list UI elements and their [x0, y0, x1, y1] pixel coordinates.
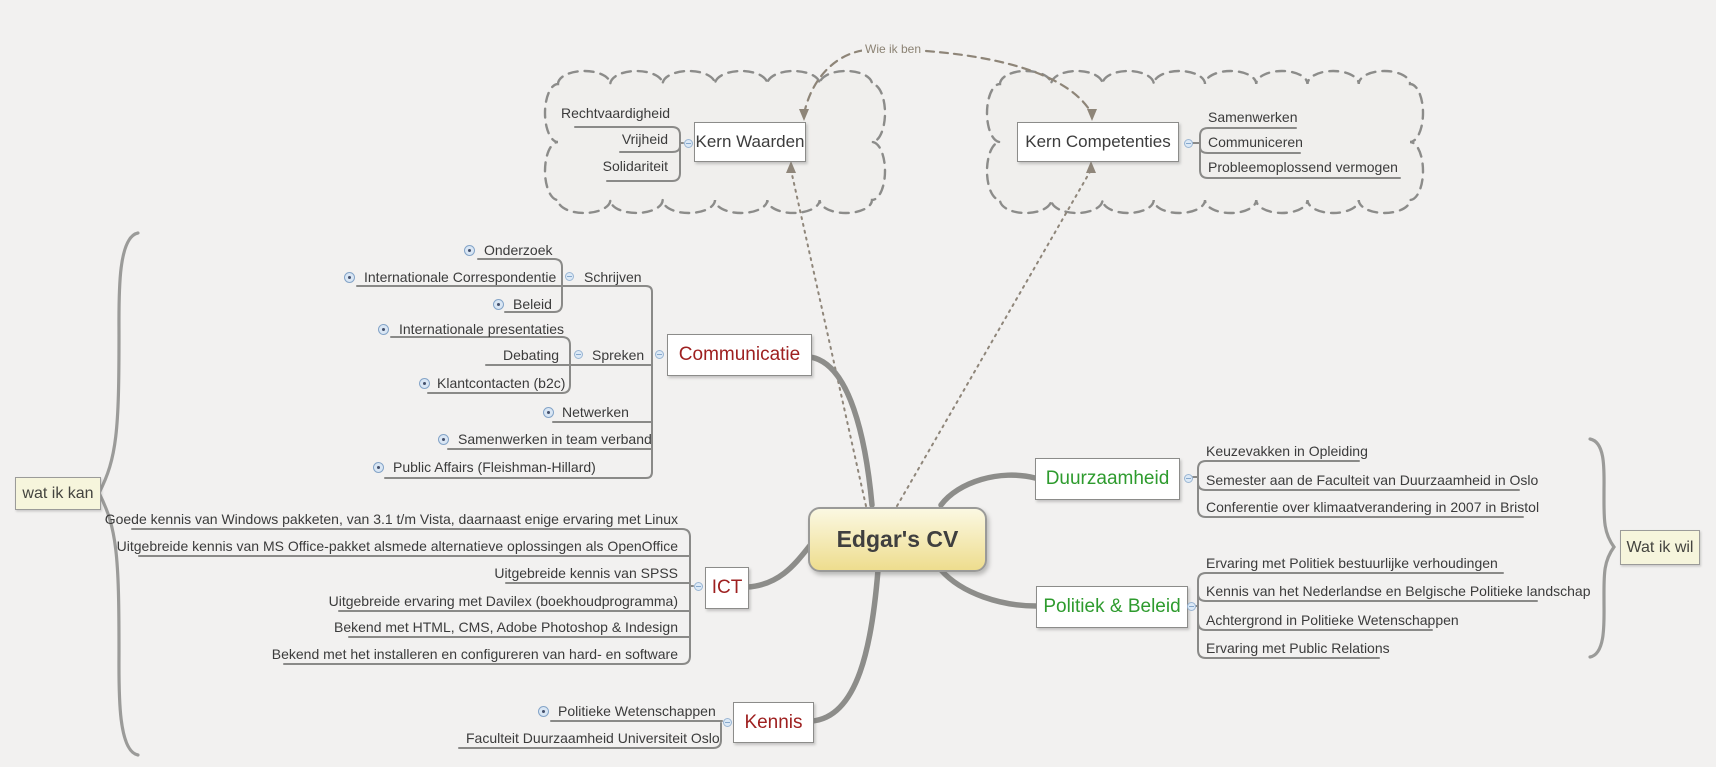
branch-curves — [744, 354, 1039, 724]
topic-samenwerken[interactable]: Samenwerken — [1208, 109, 1298, 125]
collapse-control-ict[interactable] — [694, 582, 703, 591]
task-marker-icon — [373, 462, 384, 473]
topic-internationale-correspondentie[interactable]: Internationale Correspondentie — [364, 269, 557, 285]
topic-communicatie[interactable]: Communicatie — [667, 334, 812, 376]
collapse-control-spreken[interactable] — [574, 350, 583, 359]
topic-ict-davilex[interactable]: Uitgebreide ervaring met Davilex (boekho… — [328, 593, 678, 609]
task-marker-icon — [378, 324, 389, 335]
topic-kern-waarden[interactable]: Kern Waarden — [694, 122, 806, 162]
topic-samenwerken-in-team-verband[interactable]: Samenwerken in team verband — [458, 431, 652, 447]
curve-kennis — [809, 567, 881, 724]
topic-politiek-verhoudingen[interactable]: Ervaring met Politiek bestuurlijke verho… — [1206, 555, 1498, 571]
task-marker-icon — [538, 706, 549, 717]
brace-wat-ik-kan — [97, 231, 140, 757]
topic-public-relations[interactable]: Ervaring met Public Relations — [1206, 640, 1390, 656]
relation-line-center-to-kern-competenties — [896, 169, 1092, 507]
topic-keuzevakken[interactable]: Keuzevakken in Opleiding — [1206, 443, 1368, 459]
relation-label-wie-ik-ben: Wie ik ben — [862, 42, 925, 56]
arrowhead-kern-waarden-bottom — [786, 161, 796, 173]
topic-kern-competenties[interactable]: Kern Competenties — [1017, 122, 1179, 162]
task-marker-icon — [464, 245, 475, 256]
topic-ict-msoffice[interactable]: Uitgebreide kennis van MS Office-pakket … — [116, 538, 678, 554]
collapse-control-communicatie[interactable] — [655, 350, 664, 359]
topic-politiek-beleid[interactable]: Politiek & Beleid — [1036, 586, 1188, 628]
topic-public-affairs[interactable]: Public Affairs (Fleishman-Hillard) — [393, 459, 596, 475]
curve-ict — [744, 540, 815, 590]
curve-politiek — [938, 567, 1039, 609]
topic-ict-windows[interactable]: Goede kennis van Windows pakketen, van 3… — [104, 511, 678, 527]
task-marker-icon — [344, 272, 355, 283]
topic-probleemoplossend-vermogen[interactable]: Probleemoplossend vermogen — [1208, 159, 1398, 175]
task-marker-icon — [493, 299, 504, 310]
topic-onderzoek[interactable]: Onderzoek — [484, 242, 553, 258]
topic-beleid[interactable]: Beleid — [513, 296, 552, 312]
topic-semester-oslo[interactable]: Semester aan de Faculteit van Duurzaamhe… — [1206, 472, 1539, 488]
topic-kennis[interactable]: Kennis — [733, 702, 814, 743]
task-marker-icon — [419, 378, 430, 389]
topic-faculteit-duurzaamheid-oslo[interactable]: Faculteit Duurzaamheid Universiteit Oslo — [466, 730, 720, 746]
topic-klantcontacten-b2c[interactable]: Klantcontacten (b2c) — [437, 375, 566, 391]
topic-spreken[interactable]: Spreken — [592, 347, 645, 363]
topic-duurzaamheid[interactable]: Duurzaamheid — [1035, 458, 1180, 500]
topic-vrijheid[interactable]: Vrijheid — [621, 131, 668, 147]
task-marker-icon — [543, 407, 554, 418]
task-marker-icon — [438, 434, 449, 445]
topic-solidariteit[interactable]: Solidariteit — [602, 158, 668, 174]
topic-schrijven[interactable]: Schrijven — [584, 269, 642, 285]
label-wat-ik-kan[interactable]: wat ik kan — [15, 477, 101, 510]
topic-politiek-landschap[interactable]: Kennis van het Nederlandse en Belgische … — [1206, 583, 1591, 599]
relation-arc-wie-ik-ben — [802, 48, 1094, 116]
topic-connectors — [131, 126, 1538, 749]
brace-wat-ik-wil — [1588, 437, 1616, 659]
label-wat-ik-wil[interactable]: Wat ik wil — [1620, 530, 1700, 565]
collapse-control-schrijven[interactable] — [565, 272, 574, 281]
collapse-control-duurzaamheid[interactable] — [1184, 474, 1193, 483]
topic-debating[interactable]: Debating — [503, 347, 560, 363]
relation-line-center-to-kern-waarden — [790, 169, 867, 507]
topic-ict-spss[interactable]: Uitgebreide kennis van SPSS — [494, 565, 678, 581]
topic-ict-html-cms[interactable]: Bekend met HTML, CMS, Adobe Photoshop & … — [334, 619, 678, 635]
topic-politieke-wetenschappen-achtergrond[interactable]: Achtergrond in Politieke Wetenschappen — [1206, 612, 1459, 628]
topic-rechtvaardigheid[interactable]: Rechtvaardigheid — [561, 105, 670, 121]
arrowhead-kern-competenties-top — [1087, 109, 1097, 121]
curve-communicatie — [807, 354, 875, 508]
central-topic-edgars-cv[interactable]: Edgar's CV — [808, 507, 987, 572]
topic-conferentie-bristol[interactable]: Conferentie over klimaatverandering in 2… — [1206, 499, 1540, 515]
collapse-control-kern-competenties[interactable] — [1184, 139, 1193, 148]
topic-ict[interactable]: ICT — [705, 567, 749, 609]
arrowhead-kern-competenties-bottom — [1086, 161, 1096, 173]
arrowhead-kern-waarden-top — [799, 109, 809, 121]
collapse-control-kennis[interactable] — [723, 718, 732, 727]
topic-ict-hard-software[interactable]: Bekend met het installeren en configurer… — [271, 646, 678, 662]
curve-duurzaamheid — [938, 472, 1038, 508]
collapse-control-politiek[interactable] — [1187, 602, 1196, 611]
topic-communiceren[interactable]: Communiceren — [1208, 134, 1303, 150]
collapse-control-kern-waarden[interactable] — [684, 139, 693, 148]
topic-netwerken[interactable]: Netwerken — [562, 404, 629, 420]
topic-internationale-presentaties[interactable]: Internationale presentaties — [399, 321, 564, 337]
topic-politieke-wetenschappen[interactable]: Politieke Wetenschappen — [558, 703, 716, 719]
